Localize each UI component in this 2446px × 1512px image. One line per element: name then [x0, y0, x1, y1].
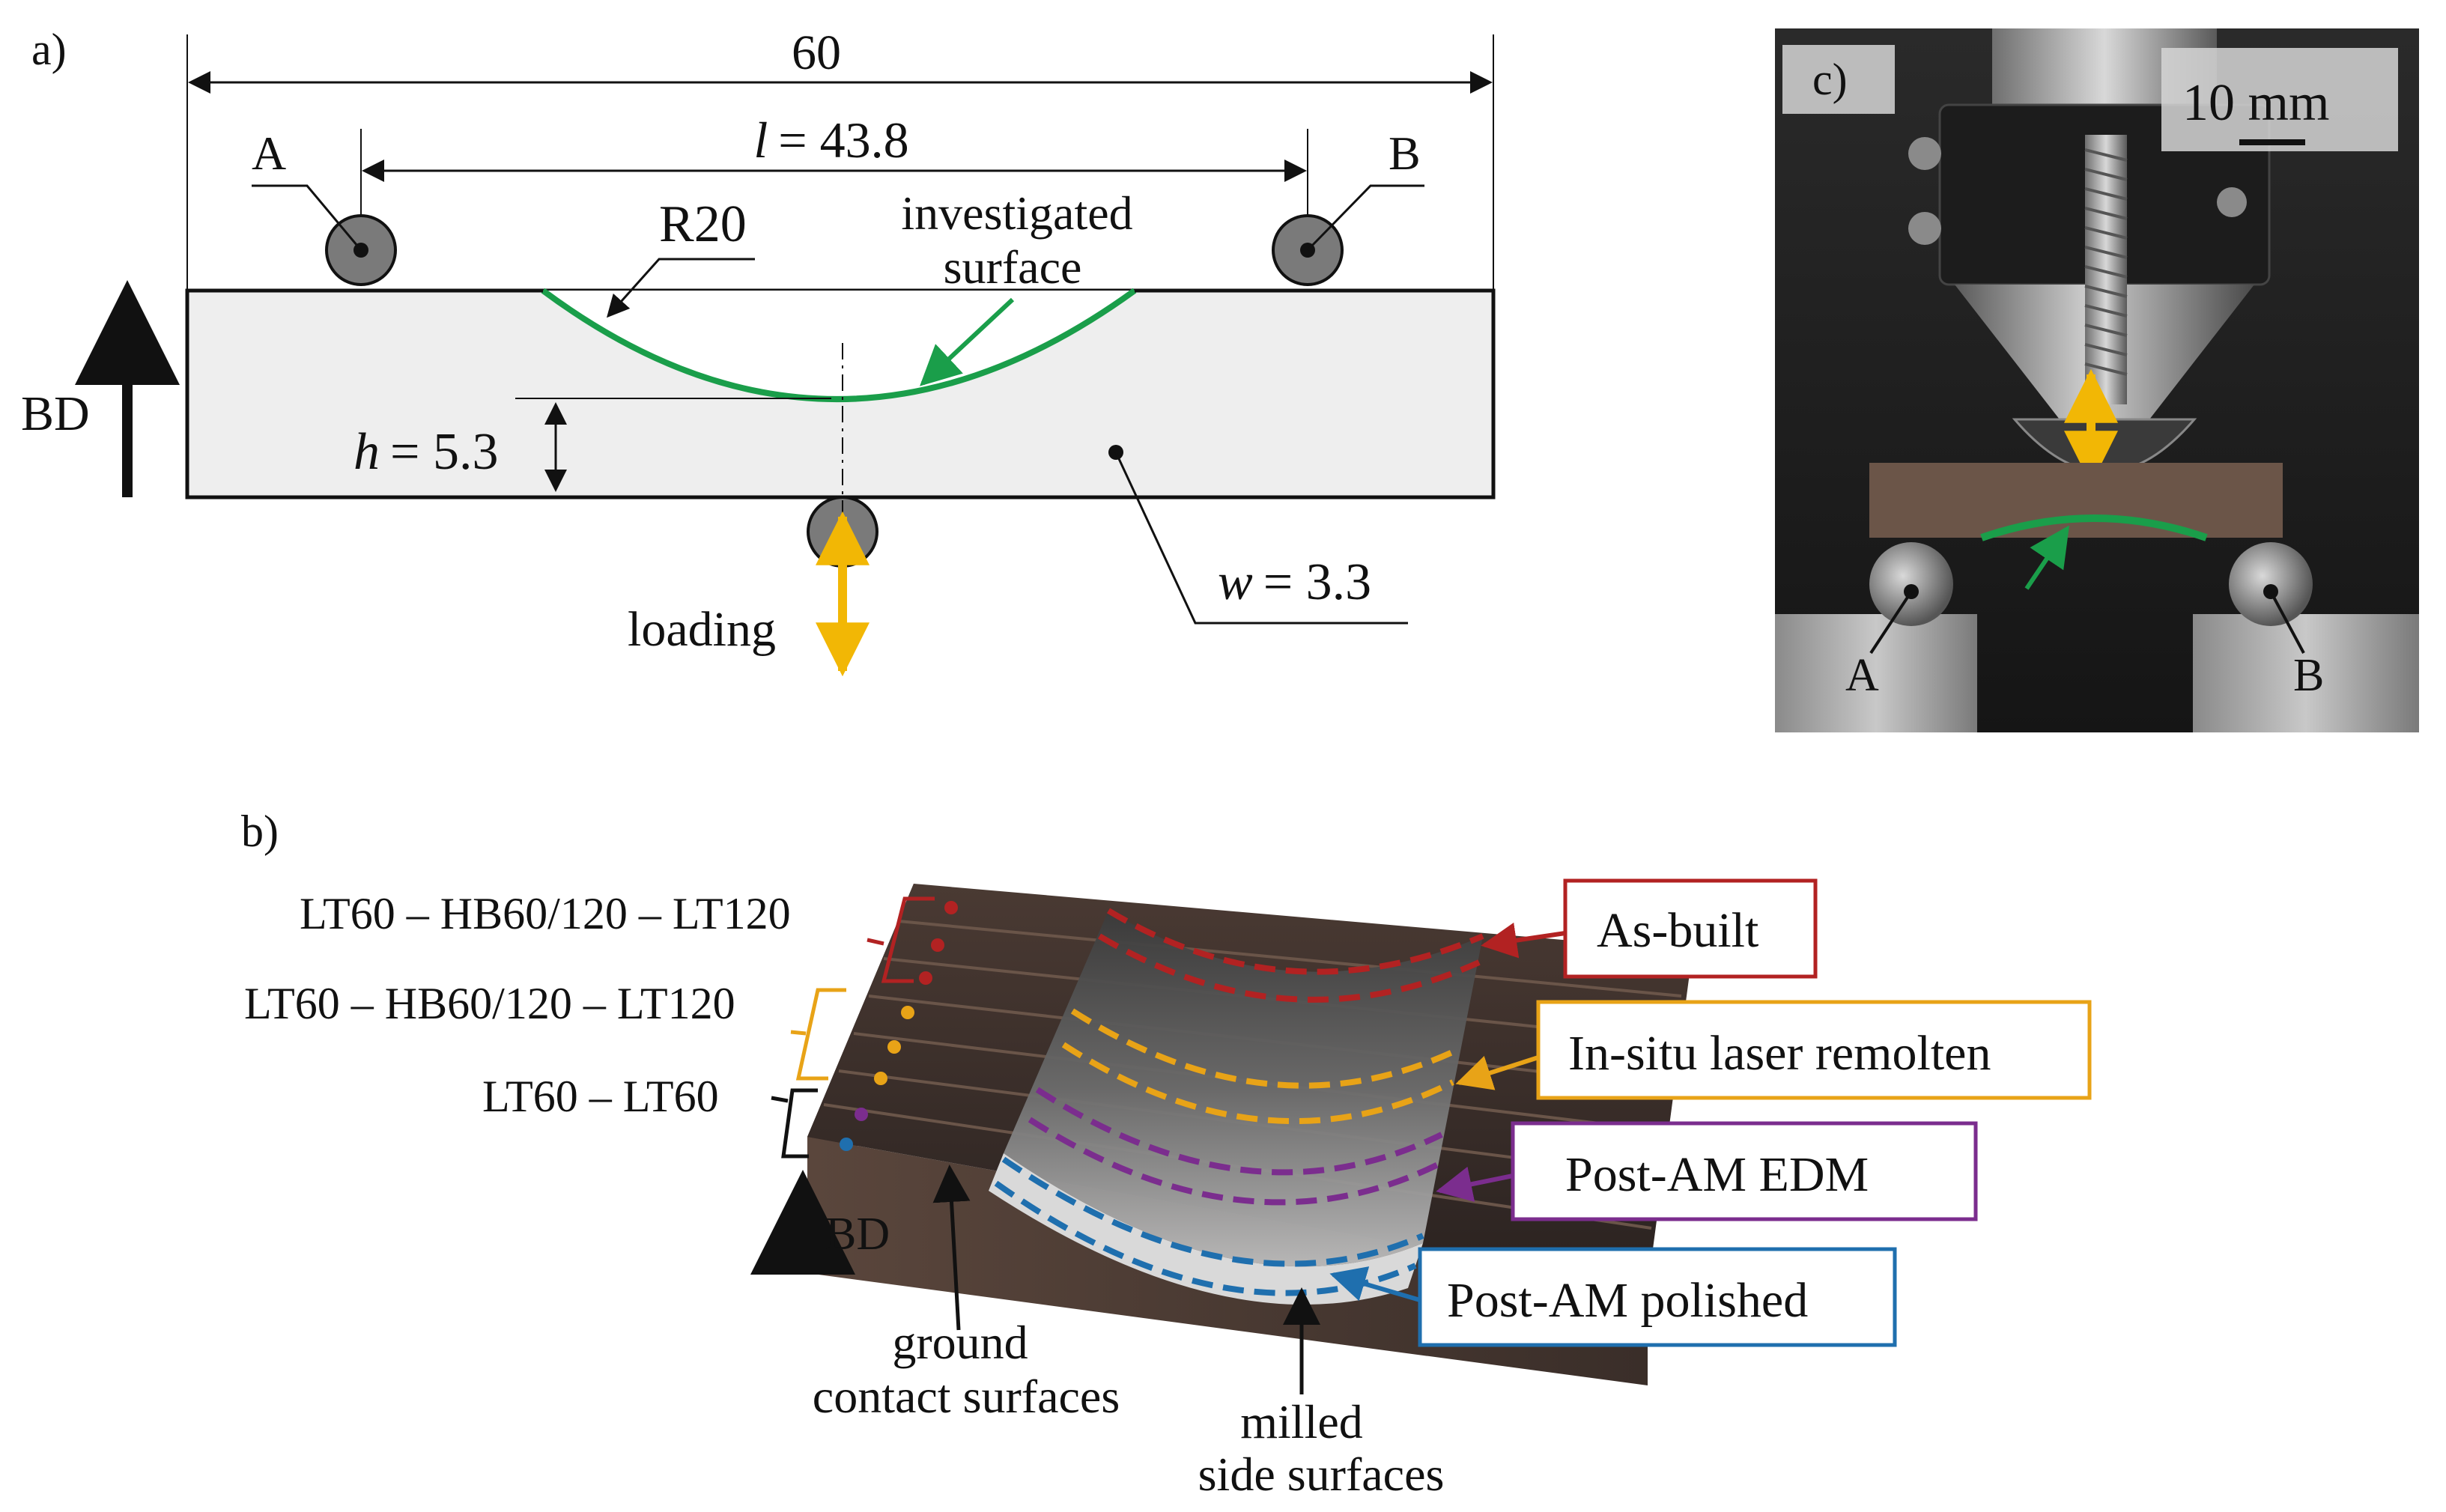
callout-edm-label: Post-AM EDM: [1565, 1147, 1869, 1202]
callout-as-built: As-built: [1481, 878, 1818, 979]
callout-polished: Post-AM polished: [1329, 1247, 1897, 1347]
photo-label-a: A: [1845, 650, 1879, 701]
investigated-surface-arrow: [920, 297, 1015, 386]
photo-leader-b: [2269, 591, 2305, 654]
label-support-a: A: [252, 127, 286, 180]
panel-c-label-box: [1782, 45, 1895, 114]
panel-c-label: c): [1812, 55, 1848, 104]
group-label-1: LT60 – HB60/120 – LT120: [300, 889, 791, 938]
groove-highlight: [989, 1153, 1423, 1305]
ground-label-2: contact surfaces: [813, 1370, 1120, 1423]
zone-as-built: [1097, 908, 1484, 1003]
panel-c-photo: A B c) 10 mm: [1775, 28, 2419, 732]
photo-specimen-groove: [1980, 514, 2208, 541]
span-variable: l: [753, 112, 768, 168]
photo-leader-a: [1869, 590, 1913, 655]
width-leader: [1114, 452, 1408, 625]
width-label: w= 3.3: [1218, 553, 1371, 611]
photo-specimen: [1869, 463, 2283, 538]
investigated-surface-label-2: surface: [944, 240, 1082, 294]
anvil-right: [2193, 614, 2419, 732]
radius-label: R20: [659, 195, 747, 253]
leader-b: [1306, 184, 1424, 252]
zone-edm: [1028, 1087, 1443, 1206]
callout-as-built-label: As-built: [1597, 903, 1758, 958]
anvil-left: [1775, 614, 1977, 732]
callout-laser-remolten: In-situ laser remolten: [1455, 1000, 2092, 1100]
clamp-bolt-3: [2217, 187, 2247, 217]
panel-a-label: a): [31, 25, 67, 74]
callout-polished-label: Post-AM polished: [1447, 1273, 1808, 1328]
group-label-2: LT60 – HB60/120 – LT120: [244, 979, 735, 1028]
panel-b: b) LT60 – HB60/120: [241, 807, 2092, 1501]
dimension-span-label: l= 43.8: [753, 112, 908, 168]
dimension-60-label: 60: [792, 25, 841, 80]
clamp-bolt-1: [1908, 137, 1941, 170]
panel-a: a) 60 l= 43.8 A B: [21, 25, 1496, 677]
leader-a: [252, 184, 362, 251]
panel-b-label: b): [241, 807, 279, 856]
clamp-bolt-2: [1908, 212, 1941, 245]
ground-surface-arrow: [932, 1165, 971, 1331]
bracket-group-2: [790, 988, 846, 1081]
milled-label-2: side surfaces: [1198, 1448, 1445, 1501]
height-label: h= 5.3: [353, 423, 498, 481]
photo-surface-arrow: [2024, 525, 2070, 590]
loading-label: loading: [628, 602, 776, 657]
photo-label-b: B: [2293, 650, 2324, 701]
radius-leader: [606, 258, 755, 318]
scale-bar-box: [2161, 48, 2398, 151]
specimen-dots: [840, 901, 958, 1151]
investigated-surface-arc: [541, 288, 1137, 402]
panel-b-build-direction-label: BD: [825, 1209, 890, 1260]
bracket-group-3: [771, 1088, 818, 1159]
ground-label-1: ground: [892, 1316, 1028, 1369]
label-support-b: B: [1389, 127, 1421, 180]
threaded-rod-pattern: [2084, 148, 2128, 376]
build-direction-label: BD: [21, 386, 90, 441]
group-label-3: LT60 – LT60: [482, 1072, 719, 1121]
groove-surface: [1004, 911, 1483, 1267]
span-value: = 43.8: [778, 112, 908, 168]
callout-laser-remolten-label: In-situ laser remolten: [1568, 1026, 1991, 1081]
scale-bar-label: 10 mm: [2182, 74, 2329, 132]
milled-label-1: milled: [1240, 1395, 1363, 1448]
zone-laser-remolten: [1061, 1008, 1462, 1125]
callout-edm: Post-AM EDM: [1436, 1121, 1978, 1221]
investigated-surface-label-1: investigated: [901, 186, 1132, 240]
bracket-group-1: [867, 896, 935, 983]
